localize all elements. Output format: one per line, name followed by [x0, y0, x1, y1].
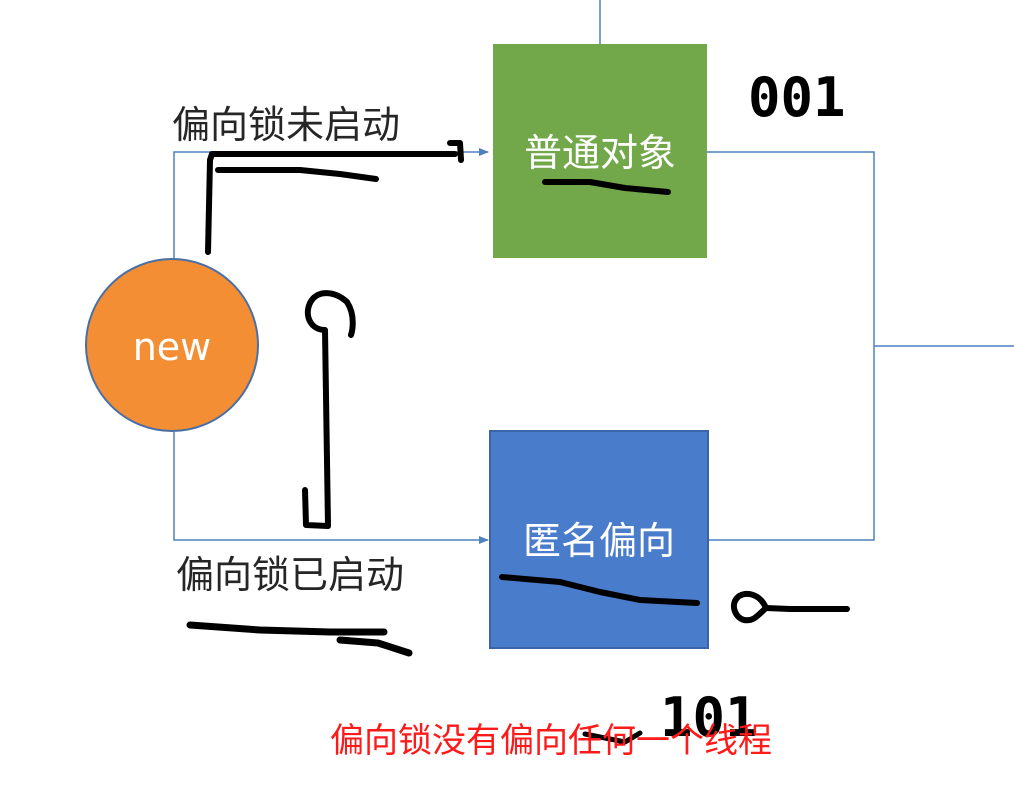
scribble-underline-normal-label — [542, 179, 671, 195]
edge-label-to-normal: 偏向锁未启动 — [172, 103, 400, 147]
anonymous-biased-node[interactable]: 匿名偏向 — [489, 430, 709, 649]
normal-bits-annotation: 001 — [748, 66, 846, 129]
normal-object-box — [493, 44, 707, 258]
scribble-underline-left-bottom — [186, 621, 413, 657]
anonymous-bits-annotation: 101 — [660, 686, 758, 749]
normal-object-node[interactable]: 普通对象 — [493, 44, 707, 258]
scribble-arrow-to-normal — [205, 140, 464, 255]
scribble-underline-left-top — [215, 167, 379, 182]
scribble-note-strike — [582, 730, 643, 745]
handwritten-scribbles — [186, 140, 850, 745]
anonymous-biased-box — [489, 430, 709, 649]
start-node-circle — [85, 258, 259, 432]
scribble-pointer-arrow — [731, 590, 850, 624]
scribble-vertical-arrow — [302, 290, 356, 529]
start-node[interactable]: new — [85, 258, 259, 432]
normal-object-label: 普通对象 — [524, 131, 676, 175]
scribble-underline-anonymous-label — [499, 574, 700, 606]
anonymous-biased-label: 匿名偏向 — [523, 519, 675, 563]
edge-label-to-anonymous: 偏向锁已启动 — [176, 553, 404, 597]
note-annotation: 偏向锁没有偏向任何一个线程 — [330, 721, 772, 761]
start-node-label: new — [133, 325, 212, 369]
merge-line-right — [707, 151, 875, 541]
edge-line-to-anonymous — [173, 432, 489, 544]
